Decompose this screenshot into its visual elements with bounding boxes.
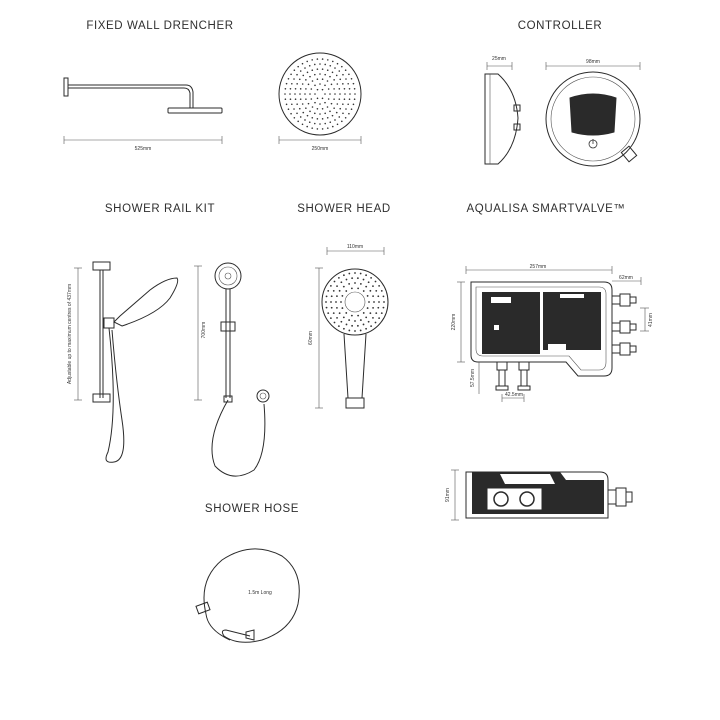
- drencher-head-diameter-label: 250mm: [312, 146, 329, 152]
- smartvalve-bottom-height-label: 57.5mm: [470, 369, 476, 387]
- controller-front-drawing: 98mm: [545, 59, 641, 167]
- shower-head-title: SHOWER HEAD: [297, 203, 391, 215]
- controller-width-label: 98mm: [586, 59, 600, 65]
- smartvalve-width-label: 257mm: [530, 264, 547, 270]
- shower-head-nozzle-dots: [325, 272, 385, 332]
- smartvalve-outlet-offset-label: 62mm: [619, 275, 633, 281]
- hose-length-label: 1.5m Long: [248, 590, 272, 596]
- shower-head-length-label: 60mm: [308, 331, 314, 345]
- smartvalve-inlet-centres-label: 42.5mm: [505, 392, 523, 398]
- controller-depth-label: 25mm: [492, 56, 506, 62]
- rail-kit-front-drawing: 700mm: [194, 262, 270, 477]
- rail-height-label: 700mm: [201, 322, 207, 339]
- drencher-nozzle-dots: [284, 58, 356, 130]
- shower-head-width-label: 110mm: [347, 244, 363, 250]
- shower-rail-kit-title: SHOWER RAIL KIT: [104, 203, 216, 215]
- controller-title: CONTROLLER: [517, 20, 603, 32]
- smartvalve-bottom-drawing: 91mm: [445, 469, 633, 521]
- rail-kit-side-drawing: Adjustable up to maximum centres of 437m…: [67, 261, 179, 463]
- drencher-arm-drawing: 525mm: [63, 77, 223, 152]
- smartvalve-title: AQUALISA SMARTVALVE™: [466, 203, 626, 215]
- shower-head-drawing: 110mm 60mm: [308, 244, 389, 409]
- shower-hose-drawing: 1.5m Long: [195, 548, 300, 643]
- rail-adjustable-note: Adjustable up to maximum centres of 437m…: [67, 284, 73, 384]
- shower-hose-title: SHOWER HOSE: [204, 503, 300, 515]
- smartvalve-outlet-centres-label: 41mm: [648, 313, 654, 327]
- smartvalve-height-label: 220mm: [451, 314, 457, 331]
- controller-side-drawing: 25mm: [484, 56, 521, 165]
- fixed-wall-drencher-title: FIXED WALL DRENCHER: [86, 20, 234, 32]
- smartvalve-depth-label: 91mm: [445, 488, 451, 502]
- smartvalve-front-drawing: 257mm 62mm 220mm 41mm 57.5mm: [451, 264, 654, 402]
- drencher-head-drawing: 250mm: [278, 52, 362, 152]
- drencher-arm-length-label: 525mm: [135, 146, 152, 152]
